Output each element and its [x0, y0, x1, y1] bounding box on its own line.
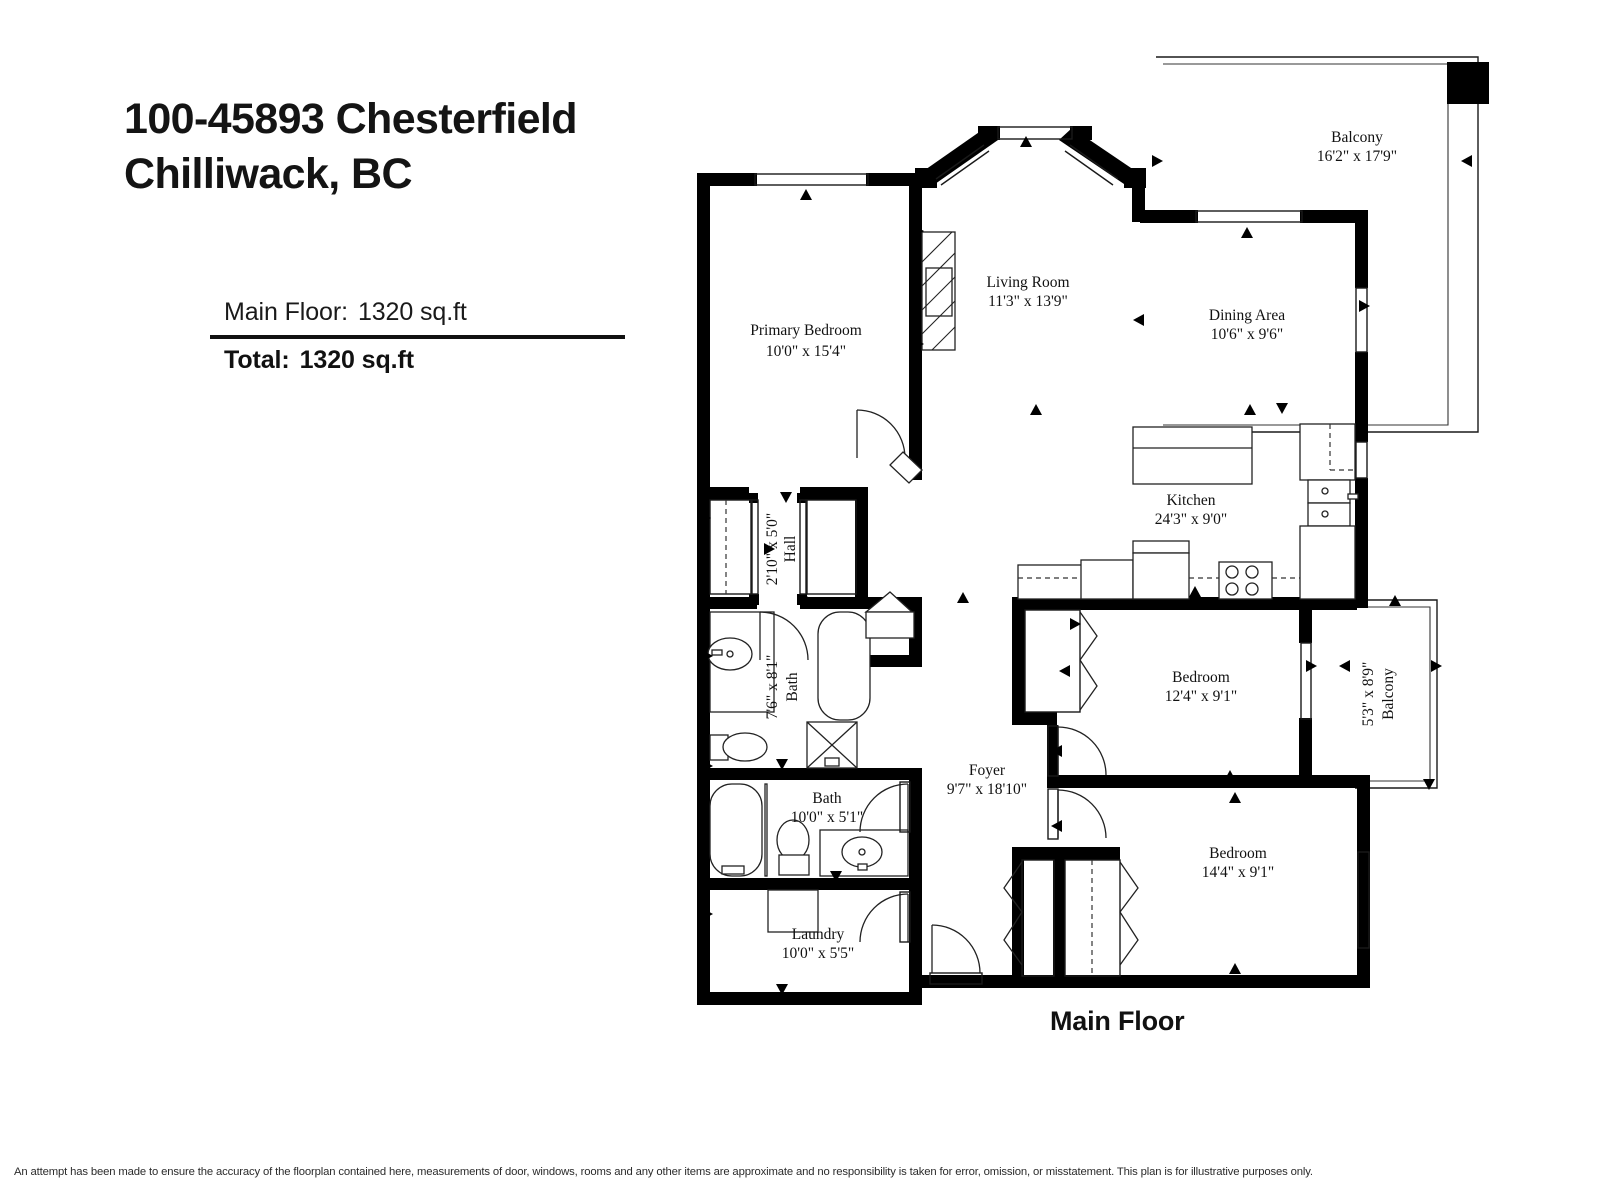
area-main-floor-value: 1320 sq.ft — [357, 298, 467, 326]
dim-primary-bedroom: 10'0" x 15'4" — [766, 343, 846, 360]
area-total-label: Total: — [224, 346, 290, 374]
label-kitchen: Kitchen — [1166, 492, 1215, 509]
window-openings — [754, 126, 1370, 949]
label-laundry: Laundry — [792, 926, 845, 943]
area-summary-table: Main Floor: 1320 sq.ft Total: 1320 sq.ft — [210, 298, 625, 375]
label-balcony-side: Balcony — [1380, 668, 1397, 720]
room-labels: Primary Bedroom 10'0" x 15'4" Living Roo… — [750, 129, 1397, 962]
hall-closet-detail — [709, 499, 857, 595]
label-bath-ensuite: Bath — [784, 672, 801, 702]
bath-main-fixtures — [709, 781, 911, 877]
dim-living-room: 11'3" x 13'9" — [988, 293, 1068, 310]
label-balcony-main: Balcony — [1331, 129, 1383, 146]
closet-bedroom-2 — [1024, 609, 1098, 713]
label-living-room: Living Room — [986, 274, 1069, 291]
area-total-value: 1320 sq.ft — [299, 346, 414, 374]
area-main-floor-label: Main Floor: — [224, 298, 348, 326]
kitchen-fixtures — [1017, 423, 1359, 600]
door-primary-bedroom — [856, 409, 923, 484]
disclaimer-text: An attempt has been made to ensure the a… — [14, 1166, 1313, 1178]
bath-ensuite-fixtures — [707, 591, 915, 769]
label-bedroom-3: Bedroom — [1209, 845, 1267, 862]
area-total-row: Total: 1320 sq.ft — [210, 346, 625, 375]
laundry-fixtures — [767, 889, 911, 943]
label-hall: Hall — [782, 536, 799, 563]
dim-laundry: 10'0" x 5'5" — [782, 945, 855, 962]
dim-kitchen: 24'3" x 9'0" — [1155, 511, 1228, 528]
label-dining-area: Dining Area — [1209, 307, 1285, 324]
balcony-main-outline — [1156, 56, 1479, 433]
label-foyer: Foyer — [969, 762, 1006, 779]
title-block: 100-45893 Chesterfield Chilliwack, BC — [124, 92, 684, 202]
fireplace-hatch — [921, 231, 956, 351]
balcony-corner-column — [1447, 62, 1489, 104]
label-primary-bedroom: Primary Bedroom — [750, 322, 862, 339]
door-entry — [929, 924, 983, 985]
dim-balcony-main: 16'2" x 17'9" — [1317, 148, 1397, 165]
dim-bedroom-3: 14'4" x 9'1" — [1202, 864, 1275, 881]
door-bedroom-3 — [1047, 788, 1107, 840]
label-bedroom-2: Bedroom — [1172, 669, 1230, 686]
plan-caption: Main Floor — [1050, 1006, 1185, 1036]
address-line-1: 100-45893 Chesterfield — [124, 95, 578, 143]
view-direction-markers — [700, 136, 1472, 995]
dim-bedroom-2: 12'4" x 9'1" — [1165, 688, 1238, 705]
dim-bath-main: 10'0" x 5'1" — [791, 809, 864, 826]
dim-hall: 2'10" x 5'0" — [764, 513, 781, 586]
dim-foyer: 9'7" x 18'10" — [947, 781, 1027, 798]
dim-dining-area: 10'6" x 9'6" — [1211, 326, 1284, 343]
area-main-floor-row: Main Floor: 1320 sq.ft — [210, 298, 625, 327]
dim-balcony-side: 5'3" x 8'9" — [1360, 662, 1377, 727]
dim-bath-ensuite: 7'6" x 8'1" — [764, 655, 781, 720]
address-line-2: Chilliwack, BC — [124, 150, 413, 199]
entry-closets — [1003, 859, 1139, 977]
label-bath-main: Bath — [812, 790, 842, 807]
area-table-divider — [210, 335, 625, 339]
